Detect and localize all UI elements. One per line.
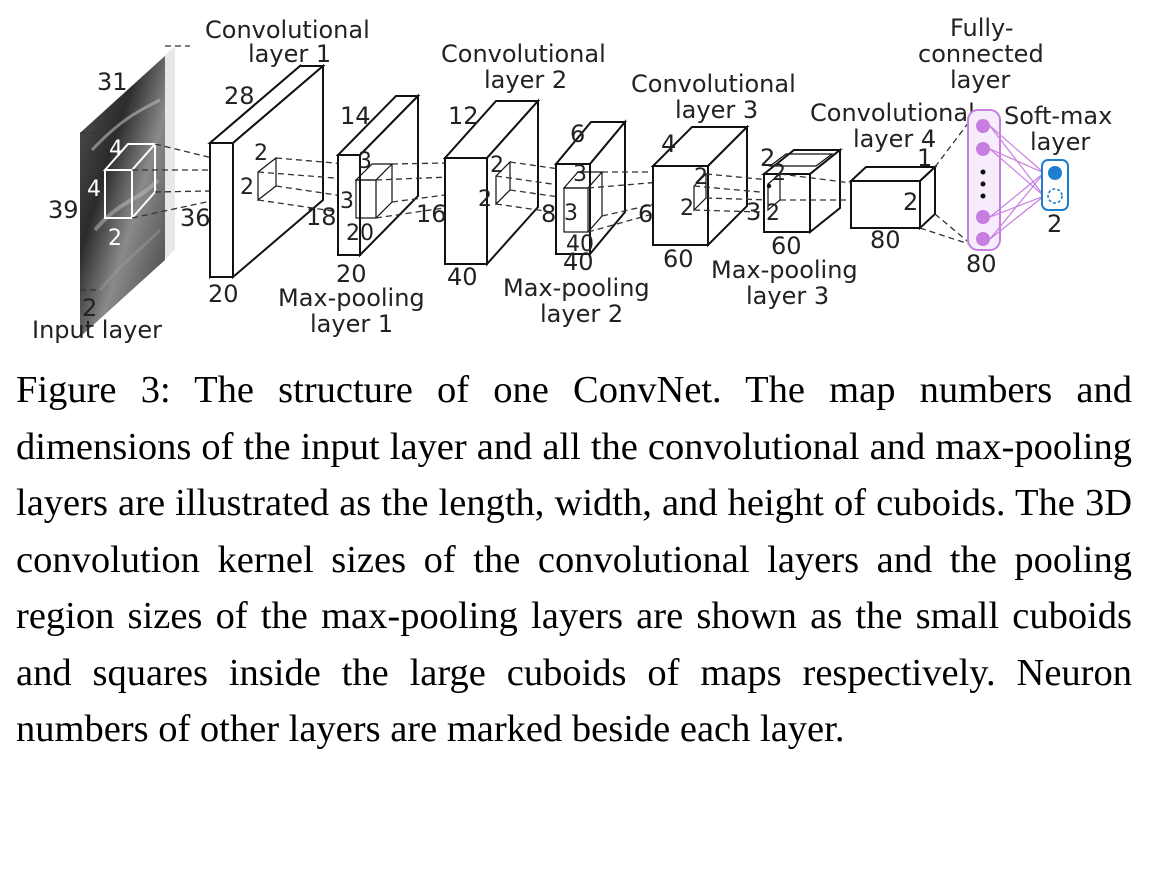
conv3-width-label: 4 [661, 130, 676, 158]
softmax-title-line2: layer [1030, 128, 1090, 156]
input-kernel-a-label: 4 [109, 137, 123, 162]
pool2-height-label: 8 [541, 200, 556, 228]
fc-node-3 [976, 210, 990, 224]
fc-title-line1: Fully- [950, 14, 1013, 42]
conv4-width-label: 1 [917, 144, 932, 172]
conv2-height-label: 16 [416, 200, 447, 228]
input-layer-volume [80, 45, 190, 337]
fc-title-line3: layer [950, 66, 1010, 94]
pool2-title-line2: layer 2 [540, 300, 623, 328]
pool1-title-line1: Max-pooling [278, 284, 425, 312]
conv2-width-label: 12 [448, 102, 479, 130]
softmax-layer [1041, 159, 1069, 211]
conv1-pool-b-label: 2 [240, 175, 254, 200]
pool2-kernel-c-label: 40 [566, 232, 594, 257]
fc-node-4 [976, 232, 990, 246]
conv1-volume [207, 63, 326, 280]
conv2-volume [442, 98, 541, 267]
input-height-label: 39 [48, 196, 79, 224]
conv2-pool-a-label: 2 [490, 153, 504, 178]
conv3-height-label: 6 [638, 200, 653, 228]
conv3-title-line2: layer 3 [675, 96, 758, 124]
pool3-title-line2: layer 3 [746, 282, 829, 310]
conv4-title-line2: layer 4 [853, 125, 936, 153]
pool3-volume [761, 147, 843, 235]
fc-node-2 [976, 142, 990, 156]
conv1-title-line1: Convolutional [205, 16, 370, 44]
softmax-node-2 [1047, 188, 1063, 204]
fc-title-line2: connected [918, 40, 1044, 68]
fc-node-1 [976, 119, 990, 133]
pool1-title-line2: layer 1 [310, 310, 393, 338]
input-layer-label: Input layer [32, 316, 162, 344]
conv2-title-line2: layer 2 [484, 66, 567, 94]
input-width-label: 31 [97, 68, 128, 96]
conv3-pool-b-label: 2 [680, 196, 694, 221]
convnet-diagram: 31 39 2 4 4 2 Input layer Convolutional … [0, 0, 1165, 350]
pool1-kernel-c-label: 20 [346, 221, 374, 246]
pool2-maps-label: 40 [563, 248, 594, 276]
conv3-maps-label: 60 [663, 245, 694, 273]
conv1-title-line2: layer 1 [248, 40, 331, 68]
conv1-width-label: 28 [224, 82, 255, 110]
conv4-volume [848, 164, 938, 231]
pool2-title-line1: Max-pooling [503, 274, 650, 302]
pool3-kernel-b-label: 2 [766, 201, 780, 226]
input-maps-label: 2 [82, 294, 97, 322]
pool2-kernel-a-label: 3 [573, 162, 587, 187]
softmax-neurons-label: 2 [1047, 210, 1062, 238]
pool3-maps-label: 60 [771, 232, 802, 260]
conv1-pool-a-label: 2 [254, 141, 268, 166]
fc-neurons-label: 80 [966, 250, 997, 278]
conv4-title-line1: Convolutional [810, 99, 975, 127]
pool3-height-label: 3 [746, 198, 761, 226]
pool1-maps-label: 20 [336, 260, 367, 288]
softmax-title-line1: Soft-max [1004, 102, 1112, 130]
conv2-maps-label: 40 [447, 263, 478, 291]
pool2-width-label: 6 [570, 120, 585, 148]
conv4-height-label: 2 [903, 188, 918, 216]
softmax-node-1 [1048, 166, 1062, 180]
conv2-pool-b-label: 2 [478, 187, 492, 212]
input-kernel-c-label: 2 [108, 226, 122, 251]
pool2-kernel-b-label: 3 [564, 201, 578, 226]
conv1-height-label: 36 [180, 204, 211, 232]
pool3-title-line1: Max-pooling [711, 256, 858, 284]
fc-layer [967, 109, 1045, 251]
pool1-kernel-b-label: 3 [340, 189, 354, 214]
pool2-volume [553, 119, 628, 257]
pool1-kernel-a-label: 3 [358, 149, 372, 174]
conv3-title-line1: Convolutional [631, 70, 796, 98]
pool1-height-label: 18 [306, 203, 337, 231]
pool3-width-label: 2 [760, 144, 775, 172]
input-kernel-b-label: 4 [87, 177, 101, 202]
conv1-maps-label: 20 [208, 280, 239, 308]
pool3-kernel-a-label: 2 [772, 161, 786, 186]
pool1-width-label: 14 [340, 102, 371, 130]
figure-caption: Figure 3: The structure of one ConvNet. … [16, 369, 1132, 750]
conv4-maps-label: 80 [870, 226, 901, 254]
conv3-pool-a-label: 2 [694, 165, 708, 190]
conv2-title-line1: Convolutional [441, 40, 606, 68]
